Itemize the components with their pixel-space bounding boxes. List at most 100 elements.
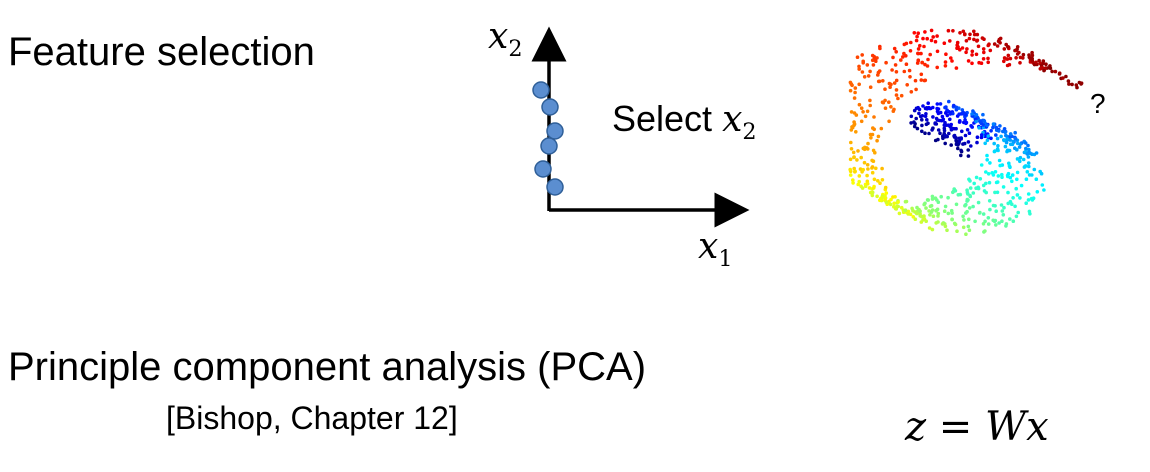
- manifold-point: [883, 87, 887, 91]
- manifold-point: [913, 217, 918, 221]
- manifold-point: [1004, 140, 1009, 145]
- manifold-point: [909, 121, 913, 125]
- manifold-point: [1025, 170, 1030, 174]
- manifold-point: [997, 158, 1002, 163]
- manifold-point: [930, 197, 935, 201]
- manifold-point: [894, 78, 899, 83]
- manifold-point: [1010, 179, 1014, 184]
- manifold-point: [893, 63, 898, 67]
- manifold-point: [929, 210, 934, 214]
- manifold-point: [996, 144, 1000, 148]
- manifold-point: [1008, 175, 1013, 180]
- manifold-point: [869, 136, 873, 140]
- manifold-point: [852, 122, 857, 126]
- manifold-point: [948, 112, 953, 116]
- manifold-point: [959, 153, 963, 158]
- manifold-point: [972, 181, 976, 186]
- manifold-point: [963, 118, 967, 122]
- pca-equation: z = Wx: [905, 404, 1049, 450]
- swiss-roll-manifold-image: [848, 28, 1084, 236]
- manifold-point: [1021, 56, 1025, 60]
- manifold-point: [935, 207, 940, 212]
- manifold-point: [946, 211, 951, 216]
- manifold-point: [1007, 62, 1012, 67]
- manifold-point: [998, 163, 1002, 168]
- manifold-point: [923, 30, 927, 34]
- manifold-point: [981, 112, 985, 117]
- manifold-point: [956, 146, 960, 151]
- manifold-point: [880, 178, 885, 182]
- manifold-point: [935, 65, 939, 70]
- manifold-point: [921, 104, 925, 108]
- manifold-point: [893, 206, 898, 211]
- manifold-point: [967, 217, 971, 222]
- manifold-point: [962, 218, 966, 222]
- manifold-point: [934, 116, 939, 121]
- manifold-point: [1035, 190, 1040, 194]
- manifold-point: [938, 102, 943, 106]
- manifold-point: [1034, 177, 1039, 181]
- manifold-point: [852, 155, 856, 160]
- manifold-point: [975, 32, 980, 37]
- manifold-point: [1018, 61, 1022, 65]
- manifold-point: [993, 170, 998, 174]
- manifold-point: [963, 203, 967, 208]
- manifold-point: [1006, 190, 1010, 195]
- manifold-point: [982, 118, 986, 123]
- manifold-point: [967, 131, 972, 135]
- manifold-point: [965, 209, 969, 214]
- manifold-point: [963, 133, 968, 138]
- manifold-point: [912, 120, 916, 124]
- manifold-point: [853, 170, 857, 174]
- manifold-point: [943, 224, 948, 229]
- manifold-point: [1014, 56, 1018, 60]
- manifold-point: [848, 157, 853, 162]
- manifold-point: [947, 131, 951, 136]
- manifold-point: [1011, 139, 1016, 144]
- selected-feature-points: [532, 81, 564, 196]
- manifold-point: [901, 55, 905, 59]
- manifold-point: [993, 204, 997, 208]
- manifold-point: [853, 90, 857, 95]
- manifold-point: [1028, 151, 1033, 156]
- manifold-point: [930, 227, 935, 232]
- manifold-point: [965, 197, 970, 202]
- manifold-point: [891, 195, 895, 199]
- manifold-point: [962, 141, 967, 146]
- manifold-point: [978, 120, 982, 124]
- manifold-point: [981, 212, 986, 216]
- manifold-point: [1061, 76, 1065, 80]
- feature-point: [546, 122, 564, 140]
- manifold-point: [966, 154, 971, 158]
- manifold-point: [922, 44, 926, 49]
- manifold-point: [924, 106, 929, 110]
- manifold-point: [1011, 219, 1016, 223]
- manifold-point: [922, 78, 927, 83]
- manifold-point: [968, 32, 972, 37]
- manifold-point: [1066, 79, 1071, 83]
- manifold-point: [894, 70, 899, 74]
- manifold-point: [953, 189, 958, 193]
- manifold-point: [967, 206, 972, 210]
- manifold-point: [1026, 161, 1031, 165]
- manifold-point: [848, 88, 853, 93]
- manifold-point: [1026, 143, 1030, 148]
- manifold-point: [880, 166, 884, 171]
- manifold-point: [915, 205, 919, 210]
- manifold-point: [991, 173, 996, 177]
- manifold-point: [965, 47, 969, 51]
- manifold-point: [929, 38, 934, 43]
- manifold-point: [972, 37, 976, 42]
- manifold-point: [861, 110, 865, 114]
- manifold-point: [964, 39, 969, 43]
- manifold-point: [1018, 196, 1022, 200]
- manifold-point: [958, 31, 962, 35]
- manifold-point: [956, 143, 960, 147]
- manifold-point: [971, 191, 976, 195]
- manifold-point: [985, 123, 989, 128]
- manifold-point: [977, 126, 981, 130]
- manifold-point: [998, 36, 1003, 41]
- manifold-point: [1006, 45, 1010, 49]
- manifold-point: [1008, 165, 1012, 169]
- manifold-point: [1015, 52, 1020, 56]
